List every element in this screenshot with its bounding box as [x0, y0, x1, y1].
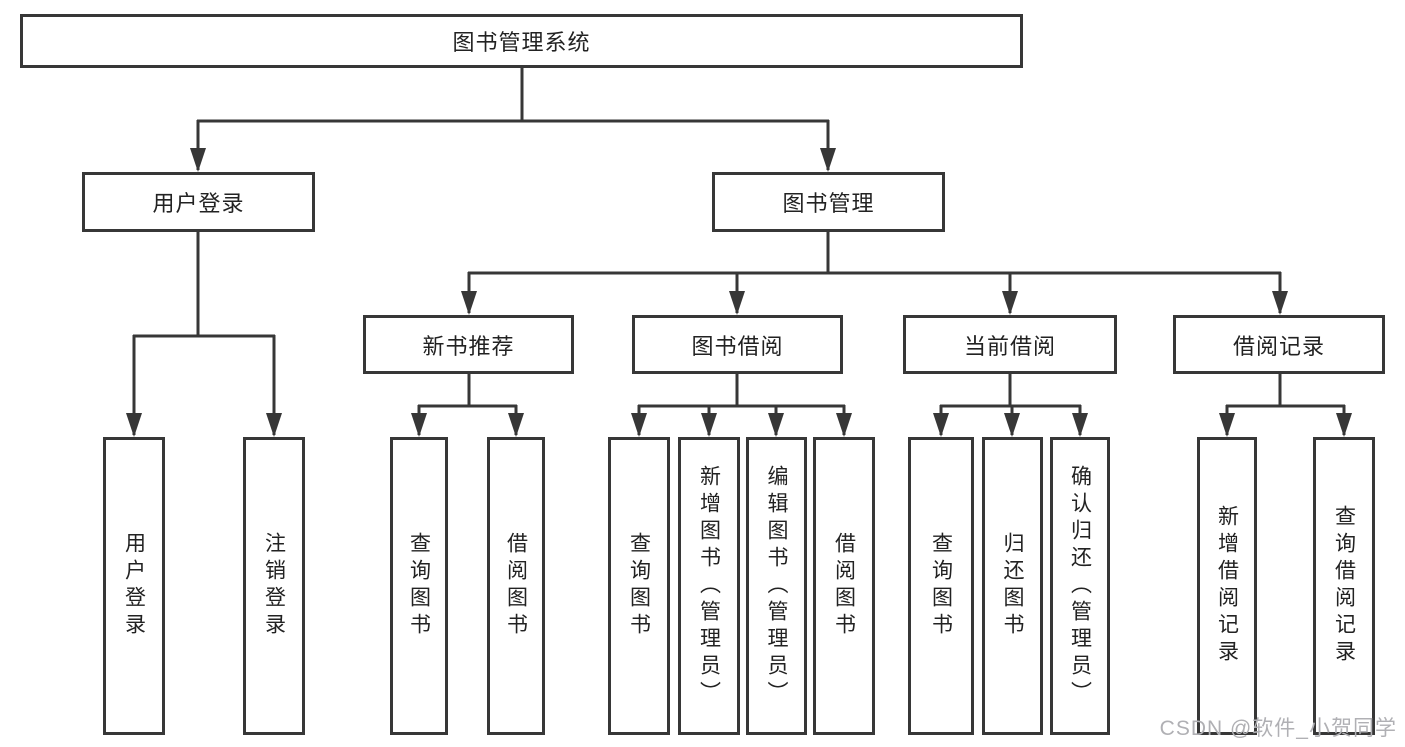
leaf-user-login-label: 用户登录 [122, 532, 146, 640]
leaf-add-books-admin-label: 新增图书（管理员） [697, 464, 721, 708]
leaf-user-login: 用户登录 [103, 437, 165, 735]
leaf-add-borrow-record-label: 新增借阅记录 [1215, 505, 1239, 667]
leaf-query-books-borrowing: 查询图书 [608, 437, 670, 735]
leaf-edit-books-admin: 编辑图书（管理员） [746, 437, 807, 735]
leaf-confirm-return-admin: 确认归还（管理员） [1050, 437, 1110, 735]
leaf-query-books-current-label: 查询图书 [929, 532, 953, 640]
node-book-borrowing: 图书借阅 [632, 315, 843, 374]
leaf-add-borrow-record: 新增借阅记录 [1197, 437, 1257, 735]
leaf-return-books-label: 归还图书 [1001, 532, 1024, 640]
leaf-return-books: 归还图书 [982, 437, 1043, 735]
node-user-login-group-label: 用户登录 [152, 191, 245, 216]
node-root: 图书管理系统 [20, 14, 1023, 68]
leaf-logout-login: 注销登录 [243, 437, 305, 735]
leaf-query-books-current: 查询图书 [908, 437, 974, 735]
leaf-query-books-recommend: 查询图书 [390, 437, 448, 735]
leaf-query-borrow-record: 查询借阅记录 [1313, 437, 1375, 735]
node-book-management: 图书管理 [712, 172, 945, 232]
node-current-borrowing-label: 当前借阅 [963, 333, 1056, 359]
node-book-management-label: 图书管理 [782, 191, 875, 216]
leaf-add-books-admin: 新增图书（管理员） [678, 437, 740, 735]
leaf-query-books-recommend-label: 查询图书 [407, 532, 431, 640]
node-current-borrowing: 当前借阅 [903, 315, 1117, 374]
node-user-login-group: 用户登录 [82, 172, 315, 232]
leaf-borrow-books-recommend-label: 借阅图书 [504, 532, 528, 640]
leaf-borrow-books-recommend: 借阅图书 [487, 437, 545, 735]
node-new-book-recommend-label: 新书推荐 [422, 333, 515, 359]
node-borrowing-records: 借阅记录 [1173, 315, 1385, 374]
node-book-borrowing-label: 图书借阅 [691, 333, 784, 359]
leaf-query-books-borrowing-label: 查询图书 [627, 532, 651, 640]
leaf-query-borrow-record-label: 查询借阅记录 [1332, 505, 1356, 667]
node-borrowing-records-label: 借阅记录 [1232, 333, 1325, 359]
leaf-confirm-return-admin-label: 确认归还（管理员） [1068, 464, 1092, 708]
node-new-book-recommend: 新书推荐 [363, 315, 574, 374]
arrowheads [126, 148, 1352, 437]
leaf-borrow-books-borrowing-label: 借阅图书 [832, 532, 856, 640]
node-root-label: 图书管理系统 [452, 30, 591, 55]
leaf-logout-login-label: 注销登录 [262, 532, 286, 640]
leaf-borrow-books-borrowing: 借阅图书 [813, 437, 875, 735]
leaf-edit-books-admin-label: 编辑图书（管理员） [765, 464, 788, 708]
